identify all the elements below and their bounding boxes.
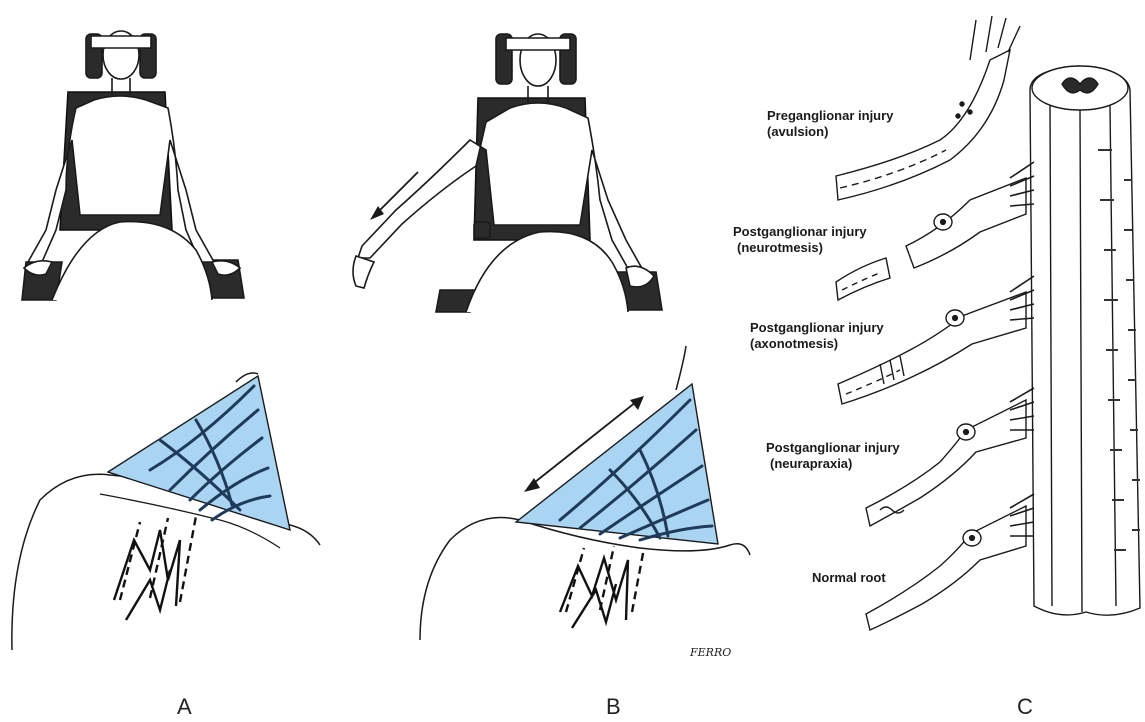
- panel-b-shoulder-diagram: [420, 346, 750, 640]
- label-line-2: (avulsion): [767, 124, 893, 140]
- panel-b-plexus: [560, 546, 644, 628]
- panel-a-blue-triangle: [108, 376, 290, 530]
- label-postganglionar-neurapraxia: Postganglionar injury (neurapraxia): [766, 440, 900, 472]
- panel-b-neck-outline: [676, 346, 686, 390]
- panel-b-head-strap: [506, 38, 570, 50]
- panel-b-hand-left: [353, 256, 374, 288]
- label-line-2: (axonotmesis): [750, 336, 884, 352]
- panel-a-head-strap: [91, 36, 151, 48]
- label-line-1: Postganglionar injury: [750, 320, 884, 336]
- artist-signature: FERRO: [690, 646, 731, 659]
- panel-a-plexus: [114, 516, 196, 620]
- label-line-2: (neurotmesis): [733, 240, 867, 256]
- panel-b-patient-figure: [353, 34, 662, 312]
- panel-letter-b: B: [606, 694, 621, 720]
- root-normal: [866, 506, 1026, 630]
- panel-b-side-knob: [474, 222, 490, 238]
- label-normal-root: Normal root: [812, 570, 886, 586]
- label-line-1: Preganglionar injury: [767, 108, 893, 124]
- label-postganglionar-axonotmesis: Postganglionar injury (axonotmesis): [750, 320, 884, 352]
- panel-a-shoulder-diagram: [12, 373, 320, 650]
- panel-c-spinal-cord: [1030, 66, 1140, 615]
- panel-b-lap: [466, 232, 628, 312]
- panel-b-torso: [358, 103, 644, 272]
- label-preganglionar-injury: Preganglionar injury (avulsion): [767, 108, 893, 140]
- panel-b-blue-triangle: [516, 384, 718, 544]
- label-line-1: Postganglionar injury: [766, 440, 900, 456]
- panel-letter-c: C: [1017, 694, 1033, 720]
- label-line-1: Postganglionar injury: [733, 224, 867, 240]
- panel-letter-a: A: [177, 694, 192, 720]
- label-line-2: (neurapraxia): [766, 456, 900, 472]
- panel-a-patient-figure: [22, 31, 244, 300]
- label-postganglionar-neurotmesis: Postganglionar injury (neurotmesis): [733, 224, 867, 256]
- label-line-1: Normal root: [812, 570, 886, 586]
- spinal-cord-body: [1030, 66, 1140, 615]
